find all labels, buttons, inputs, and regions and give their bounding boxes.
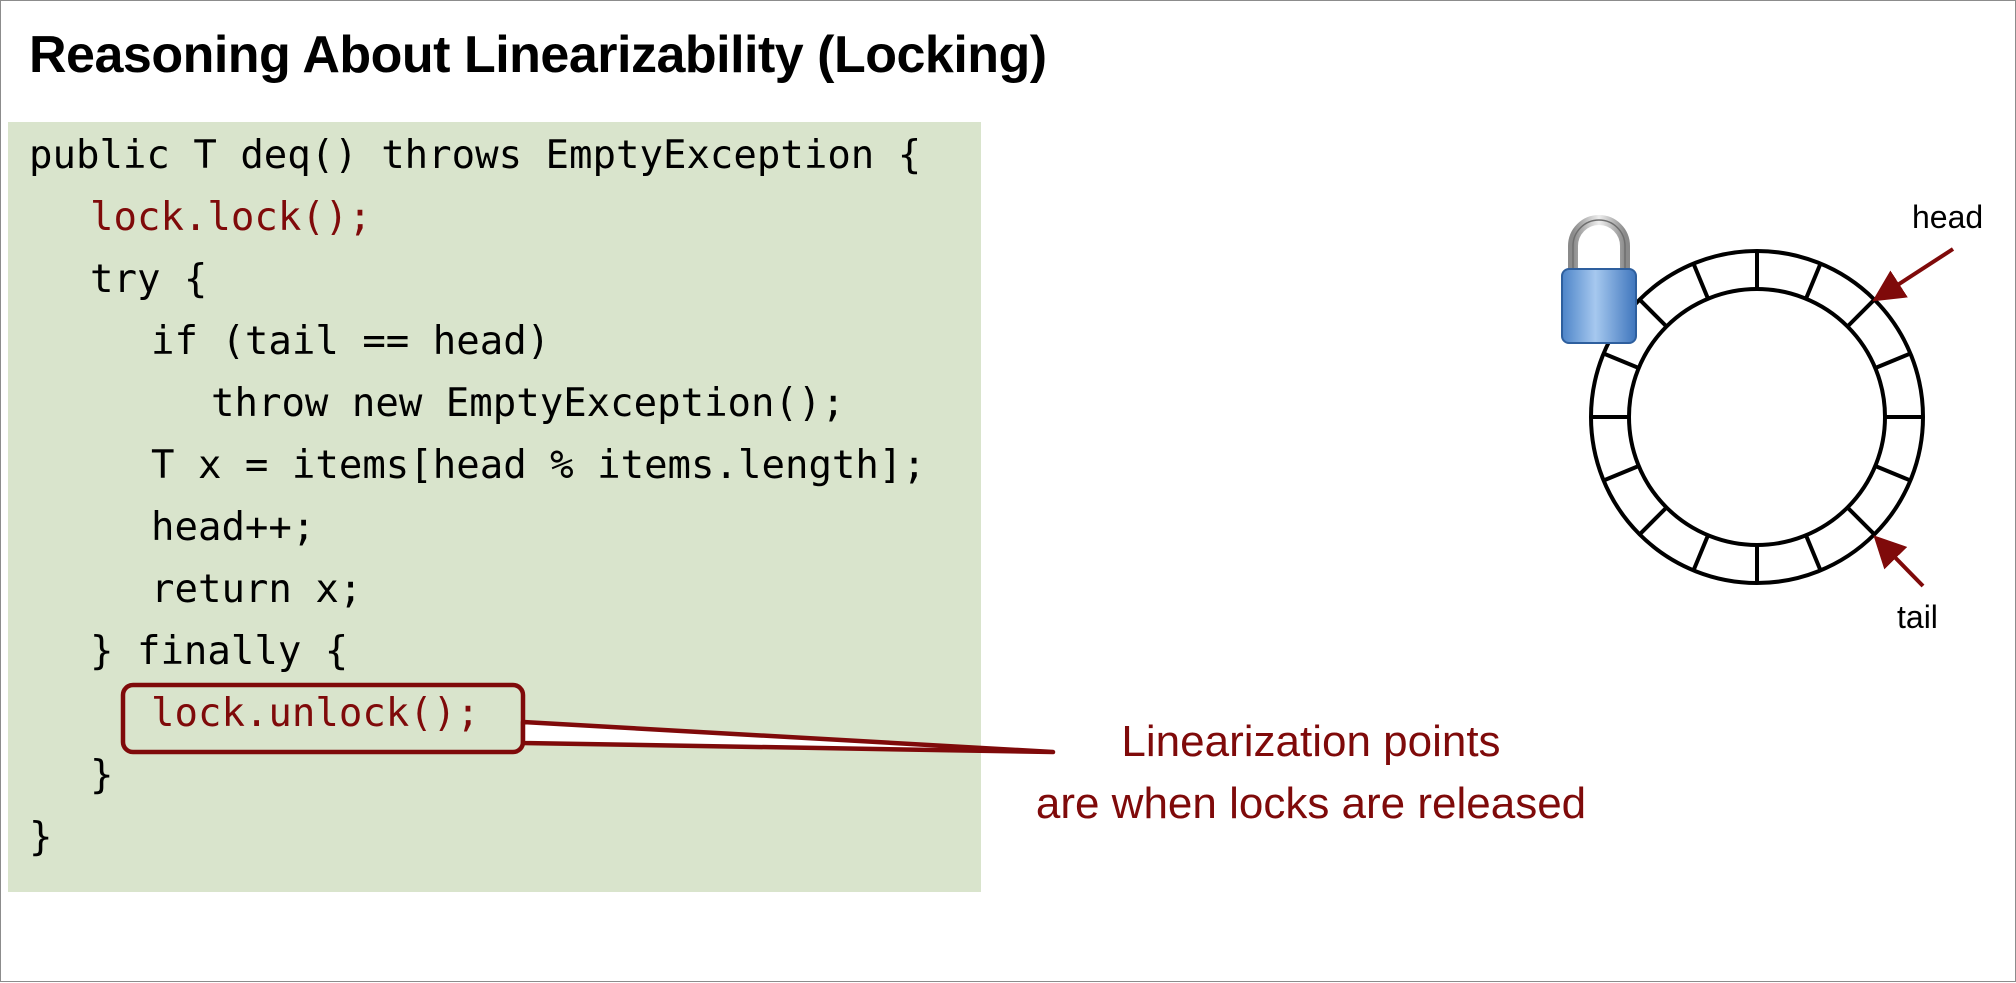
tail-label: tail <box>1897 599 1938 635</box>
ring-slot-divider <box>1638 506 1668 536</box>
code-line-read-item: T x = items[head % items.length]; <box>151 443 926 488</box>
ring-inner <box>1627 287 1887 547</box>
slide-title: Reasoning About Linearizability (Locking… <box>29 26 1047 84</box>
code-line-finally: } finally { <box>90 629 349 674</box>
ring-slot-divider <box>1691 262 1710 300</box>
callout-line-2: are when locks are released <box>1035 779 1587 828</box>
ring-slot-divider <box>1691 534 1710 572</box>
ring-slot-divider <box>1804 534 1823 572</box>
callout-text: Linearization points are when locks are … <box>1011 711 1611 835</box>
ring-slot-divider <box>1602 464 1640 483</box>
code-line-signature: public T deq() throws EmptyException { <box>29 133 922 178</box>
code-block: public T deq() throws EmptyException { l… <box>8 122 981 892</box>
ring-slot-dividers <box>1591 251 1923 583</box>
ring-slot-divider <box>1602 351 1640 370</box>
ring-slot-divider <box>1638 298 1668 328</box>
ring-slot-divider <box>1874 464 1912 483</box>
ring-slot-divider <box>1846 506 1876 536</box>
head-label: head <box>1912 199 1984 235</box>
code-line-close-finally: } <box>90 753 114 798</box>
code-line-return: return x; <box>151 567 363 612</box>
unlock-highlight-box <box>120 682 526 755</box>
ring-slot-divider <box>1846 298 1876 328</box>
code-line-throw: throw new EmptyException(); <box>211 381 845 426</box>
padlock-icon <box>1561 215 1637 344</box>
code-line-if: if (tail == head) <box>151 319 551 364</box>
ring-slot-divider <box>1804 262 1823 300</box>
callout-pointer <box>520 719 1056 755</box>
code-line-increment: head++; <box>151 505 316 550</box>
code-line-try: try { <box>90 257 208 302</box>
tail-arrow <box>1873 535 1925 588</box>
code-line-close-method: } <box>29 815 53 860</box>
code-line-lock: lock.lock(); <box>90 195 372 240</box>
code-line-unlock: lock.unlock(); <box>151 691 480 736</box>
callout-line-1: Linearization points <box>1121 717 1501 766</box>
ring-slot-divider <box>1874 351 1912 370</box>
head-arrow <box>1872 247 1955 302</box>
